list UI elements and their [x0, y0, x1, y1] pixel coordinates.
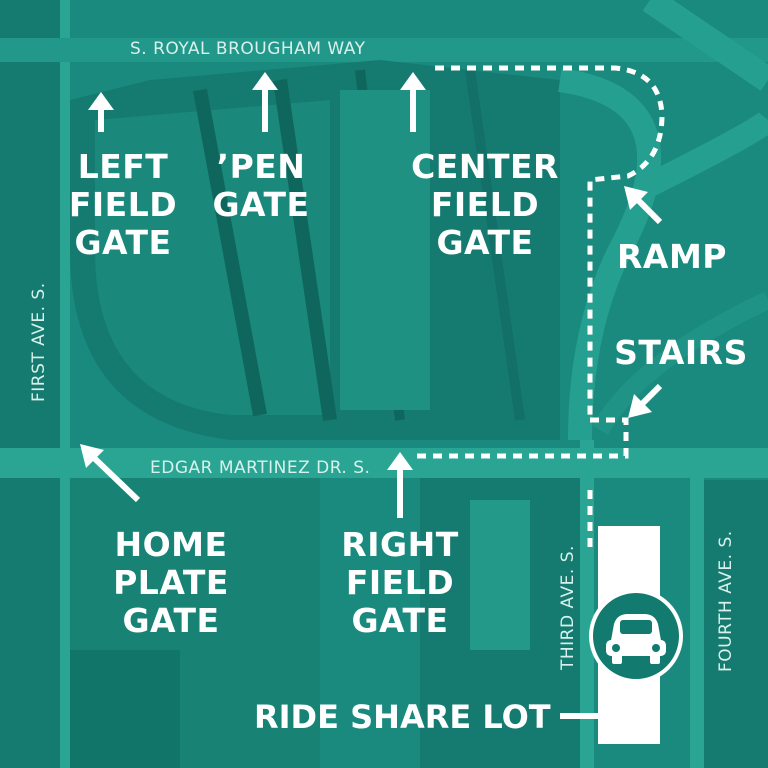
gate-label-line: CENTER — [411, 147, 559, 186]
left-field-gate-label: LEFT FIELD GATE — [58, 148, 188, 262]
gate-label-line: FIELD — [68, 185, 178, 224]
arrow-diagonal-icon — [628, 383, 663, 418]
arrow-up-icon — [400, 72, 426, 132]
gate-label-line: FIELD — [345, 563, 455, 602]
right-field-gate-label: RIGHT FIELD GATE — [335, 526, 465, 640]
home-plate-gate-label: HOME PLATE GATE — [106, 526, 236, 640]
arrow-up-icon — [252, 72, 278, 132]
ride-share-lot-label: RIDE SHARE LOT — [254, 698, 551, 736]
gate-label-line: HOME — [114, 525, 228, 564]
center-field-gate-label: CENTER FIELD GATE — [400, 148, 570, 262]
street-label-fourth-ave: FOURTH AVE. S. — [716, 530, 736, 672]
gate-label-line: ’PEN — [216, 147, 306, 186]
gate-label-line: GATE — [351, 601, 449, 640]
gate-label-line: GATE — [212, 185, 310, 224]
street-label-edgar-martinez: EDGAR MARTINEZ DR. S. — [150, 458, 371, 478]
arrow-diagonal-icon — [624, 186, 663, 225]
gate-label-line: LEFT — [77, 147, 169, 186]
gate-label-line: GATE — [74, 223, 172, 262]
gate-label-line: PLATE — [113, 563, 229, 602]
gate-label-line: GATE — [122, 601, 220, 640]
street-label-royal-brougham: S. ROYAL BROUGHAM WAY — [130, 39, 366, 59]
car-icon — [589, 589, 683, 683]
arrow-up-icon — [387, 452, 413, 518]
street-label-third-ave: THIRD AVE. S. — [558, 545, 578, 670]
pen-gate-label: ’PEN GATE — [196, 148, 326, 224]
gate-label-line: RIGHT — [341, 525, 459, 564]
gate-label-line: GATE — [436, 223, 534, 262]
walking-route — [410, 65, 665, 550]
stairs-label: STAIRS — [614, 333, 748, 372]
street-label-first-ave: FIRST AVE. S. — [29, 282, 49, 402]
gate-label-line: FIELD — [430, 185, 540, 224]
arrow-diagonal-icon — [80, 444, 141, 503]
ramp-label: RAMP — [617, 237, 727, 276]
arrow-up-icon — [88, 92, 114, 132]
